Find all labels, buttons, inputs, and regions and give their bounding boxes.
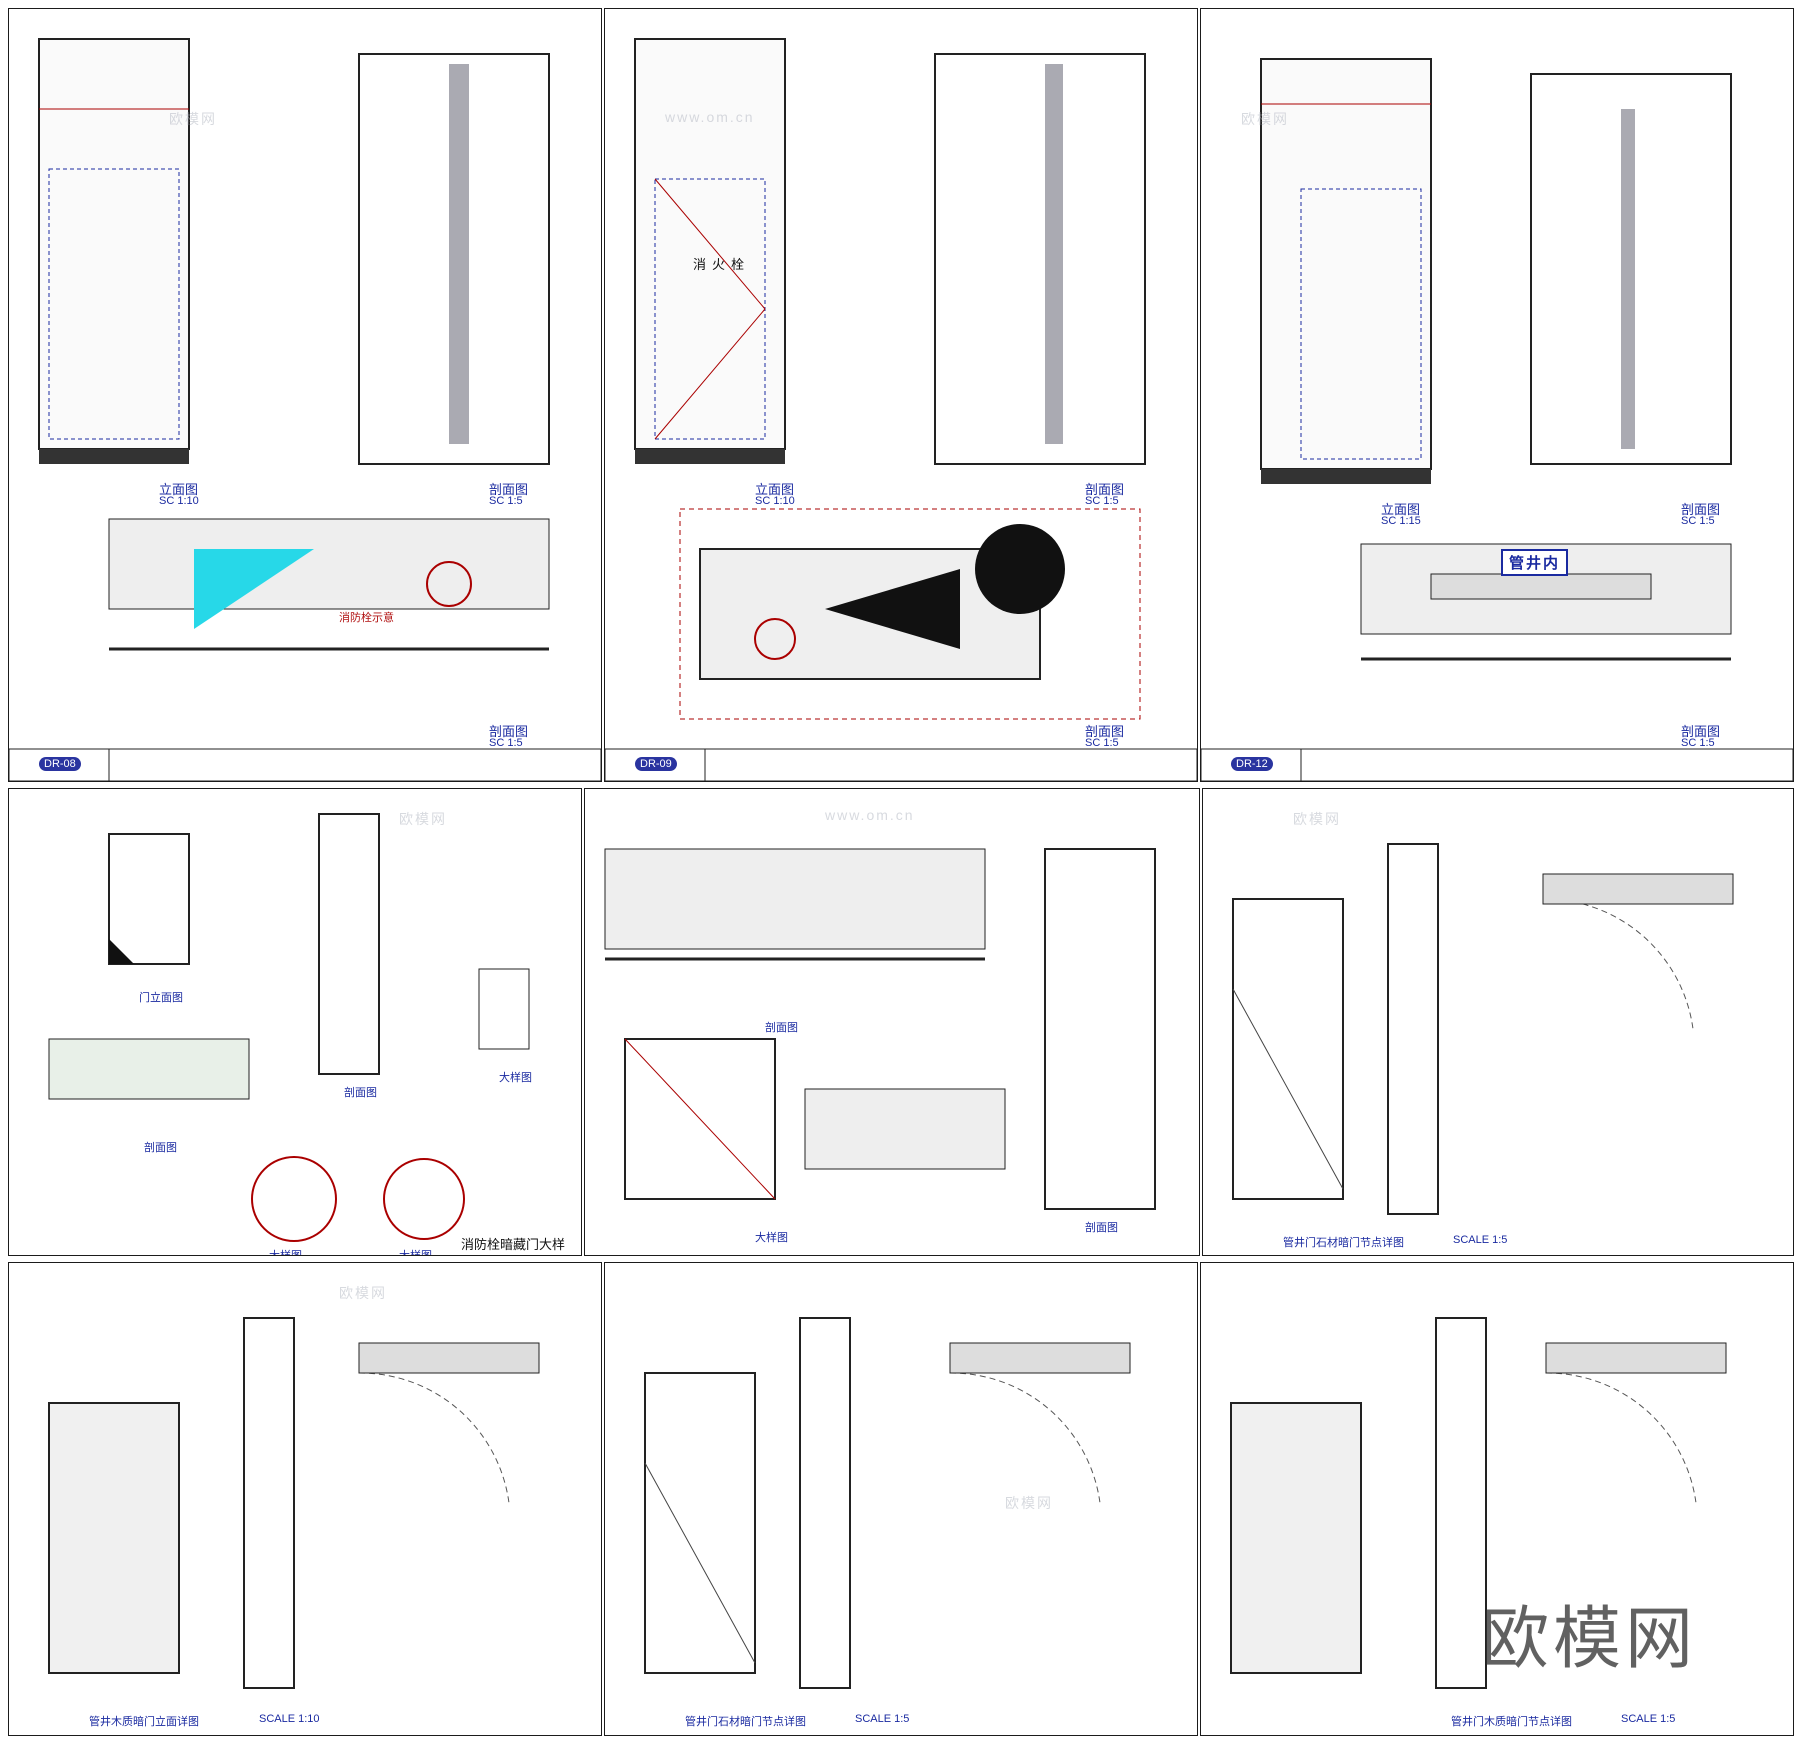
cad-drawing-sections <box>604 848 1156 1210</box>
sheet-title: 管井门石材暗门节点详图 <box>685 1716 806 1728</box>
cad-drawing-concealed-door <box>48 813 530 1242</box>
sheet-title: 消防栓暗藏门大样 <box>461 1237 566 1252</box>
drawing-title-section: 剖面图 <box>1681 502 1721 517</box>
drawing-scale: SC 1:10 <box>755 495 795 507</box>
drawing-scale: SC 1:5 <box>1681 737 1715 749</box>
drawing-scale: SC 1:5 <box>489 737 523 749</box>
watermark: 欧模网 <box>339 1285 387 1301</box>
pipe-shaft-label: 管井内 <box>1501 549 1569 576</box>
drawing-title-door-elevation: 门立面图 <box>139 992 183 1004</box>
watermark: www.om.cn <box>825 807 915 823</box>
drawing-title-detail: 大样图 <box>755 1232 788 1244</box>
cad-drawing-dr-09 <box>605 38 1197 781</box>
drawing-sheet-stone-door-b: 管井门石材暗门节点详图 SCALE 1:5 欧模网 <box>604 1262 1198 1736</box>
drawing-sheet-dr-09: 消火栓 立面图 SC 1:10 剖面图 SC 1:5 剖面图 SC 1:5 DR… <box>604 8 1198 782</box>
sheet-code-badge: DR-12 <box>1231 757 1273 771</box>
drawing-scale: SC 1:15 <box>1381 515 1421 527</box>
watermark: 欧模网 <box>1293 811 1341 827</box>
drawing-scale: SC 1:5 <box>489 495 523 507</box>
cad-drawing-dr-12 <box>1201 58 1793 781</box>
sheet-scale: SCALE 1:5 <box>1621 1713 1676 1725</box>
drawing-title-section: 剖面图 <box>489 724 529 739</box>
drawing-sheet-concealed-hydrant-door: 门立面图 剖面图 剖面图 大样图 大样图 大样图 消防栓暗藏门大样 欧模网 <box>8 788 582 1256</box>
cad-drawing-stone-door-b <box>644 1317 1131 1689</box>
drawing-sheet-dr-12: 管井内 立面图 SC 1:15 剖面图 SC 1:5 剖面图 SC 1:5 DR… <box>1200 8 1794 782</box>
drawing-scale: SC 1:10 <box>159 495 199 507</box>
drawing-sheet-door-sections: 剖面图 剖面图 大样图 www.om.cn <box>584 788 1200 1256</box>
drawing-title-section: 剖面图 <box>1085 1222 1118 1234</box>
watermark: 欧模网 <box>1005 1495 1053 1511</box>
drawing-title-detail: 大样图 <box>399 1250 432 1256</box>
drawing-title-elevation: 立面图 <box>755 482 795 497</box>
sheet-title: 管井木质暗门立面详图 <box>89 1716 199 1728</box>
drawing-scale: SC 1:5 <box>1085 495 1119 507</box>
drawing-title-section: 剖面图 <box>1681 724 1721 739</box>
drawing-title-elevation: 立面图 <box>1381 502 1421 517</box>
drawing-title-detail: 大样图 <box>269 1250 302 1256</box>
drawing-title-section: 剖面图 <box>765 1022 798 1034</box>
drawing-sheet-stone-door-a: 管井门石材暗门节点详图 SCALE 1:5 欧模网 <box>1202 788 1794 1256</box>
drawing-title-section: 剖面图 <box>344 1087 377 1099</box>
drawing-title-section: 剖面图 <box>144 1142 177 1154</box>
drawing-title-section: 剖面图 <box>1085 724 1125 739</box>
cad-drawing-wood-door <box>48 1317 540 1689</box>
drawing-scale: SC 1:5 <box>1085 737 1119 749</box>
sheet-code-badge: DR-09 <box>635 757 677 771</box>
drawing-sheet-dr-08: 立面图 SC 1:10 剖面图 SC 1:5 消防栓示意 剖面图 SC 1:5 … <box>8 8 602 782</box>
watermark: 欧模网 <box>399 811 447 827</box>
drawing-title-section: 剖面图 <box>489 482 529 497</box>
sheet-code-badge: DR-08 <box>39 757 81 771</box>
sheet-scale: SCALE 1:5 <box>855 1713 910 1725</box>
drawing-title-elevation: 立面图 <box>159 482 199 497</box>
brand-watermark: 欧模网 <box>1481 1600 1698 1679</box>
watermark: 欧模网 <box>169 111 217 127</box>
sheet-title: 管井门石材暗门节点详图 <box>1283 1237 1404 1249</box>
sheet-scale: SCALE 1:5 <box>1453 1234 1508 1246</box>
sheet-scale: SCALE 1:10 <box>259 1713 320 1725</box>
sheet-title: 管井门木质暗门节点详图 <box>1451 1716 1572 1728</box>
watermark: www.om.cn <box>665 109 755 125</box>
drawing-sheet-wood-door-node: 管井门木质暗门节点详图 SCALE 1:5 欧模网 <box>1200 1262 1794 1736</box>
cad-drawing-wood-door-node <box>1230 1317 1727 1689</box>
drawing-scale: SC 1:5 <box>1681 515 1715 527</box>
drawing-sheet-wood-door-elevation: 管井木质暗门立面详图 SCALE 1:10 欧模网 <box>8 1262 602 1736</box>
drawing-title-detail: 大样图 <box>499 1072 532 1084</box>
watermark: 欧模网 <box>1241 111 1289 127</box>
cad-drawing-dr-08 <box>9 38 601 781</box>
cad-drawing-stone-door <box>1232 843 1734 1215</box>
fire-hydrant-callout: 消防栓示意 <box>339 612 394 624</box>
drawing-title-section: 剖面图 <box>1085 482 1125 497</box>
fire-hydrant-label: 消火栓 <box>693 257 751 272</box>
